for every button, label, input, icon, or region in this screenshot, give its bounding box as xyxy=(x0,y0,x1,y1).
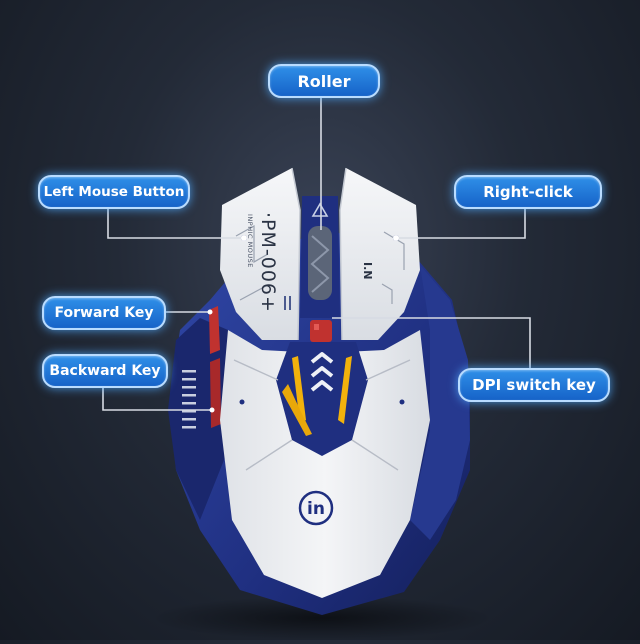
label-roller: Roller xyxy=(268,64,380,98)
side-grill xyxy=(182,370,196,429)
backward-side-button xyxy=(210,358,221,428)
yellow-accent-lower-left xyxy=(282,384,312,436)
model-number-text: ·PM-006+ xyxy=(257,212,279,313)
triangle-indicator-icon xyxy=(311,202,329,217)
shell-panel-lines xyxy=(233,359,411,471)
yellow-accent-left xyxy=(292,356,306,424)
label-left-mouse-button: Left Mouse Button xyxy=(38,175,190,209)
scroll-wheel-pattern xyxy=(310,235,330,293)
dpi-switch-button xyxy=(310,320,332,342)
right-side-wing xyxy=(410,265,470,540)
scroll-wheel xyxy=(308,226,332,300)
left-button-vents xyxy=(284,296,291,310)
shell-dot-left xyxy=(239,399,245,405)
brand-small-text: INPHIC MOUSE xyxy=(246,214,254,268)
forward-side-button xyxy=(209,306,220,354)
label-backward-key: Backward Key xyxy=(42,354,168,388)
floor-shadow xyxy=(152,596,492,640)
yellow-accent-right xyxy=(338,356,352,424)
right-button-decor xyxy=(381,231,405,304)
left-button-edge xyxy=(291,167,301,341)
dpi-button-highlight xyxy=(314,324,319,330)
brand-logo: in xyxy=(298,490,334,526)
callout-line-left xyxy=(107,206,244,239)
callout-line-backward xyxy=(102,385,212,411)
callout-endpoints xyxy=(207,235,399,413)
callout-lines xyxy=(102,96,531,411)
left-button-decor xyxy=(235,224,269,301)
callout-line-dpi xyxy=(332,317,531,368)
label-dpi-switch-key: DPI switch key xyxy=(458,368,610,402)
shell-dot-right xyxy=(399,399,405,405)
right-badge-text: I.N xyxy=(361,262,374,279)
right-button-edge xyxy=(339,167,347,341)
callout-line-right xyxy=(396,206,526,239)
right-click-button-shell xyxy=(340,168,420,340)
left-mouse-button-shell xyxy=(220,168,300,340)
label-right-click: Right-click xyxy=(454,175,602,209)
brand-logo-text: in xyxy=(307,499,325,519)
palm-rest-shell xyxy=(220,330,430,598)
chevron-arrows-icon xyxy=(310,352,334,392)
label-forward-key: Forward Key xyxy=(42,296,166,330)
